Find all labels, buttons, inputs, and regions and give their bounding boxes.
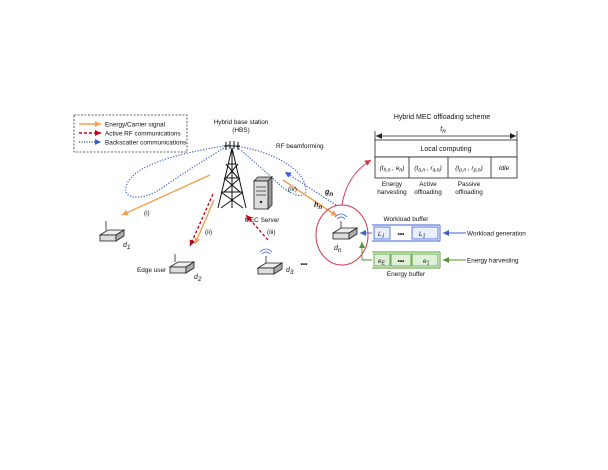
link-iv-label: (iv)	[288, 186, 297, 193]
device-d3-label: d3	[286, 267, 294, 276]
edge-user-label: Edge user	[137, 267, 167, 274]
channel-h-label: hn	[314, 202, 322, 211]
device-d1-icon	[98, 221, 126, 242]
legend-active-label: Active RF communications	[105, 131, 181, 138]
device-d2-label: d2	[194, 274, 202, 283]
backscatter-lobe-left	[125, 144, 230, 198]
energy-to-device-arrow	[359, 242, 372, 261]
hbs-label: Hybrid base station	[214, 119, 269, 126]
workload-buffer	[372, 224, 441, 242]
rf-beamforming-label: RF beamforming	[276, 143, 324, 150]
legend-energy-label: Energy/Carrier signal	[105, 122, 165, 129]
device-d2-icon	[168, 254, 196, 274]
cell-active-label-2: offloading	[414, 189, 442, 196]
workload-queue-ellipsis: •••	[398, 231, 405, 238]
energy-queue-ellipsis: •••	[398, 258, 405, 265]
dn-to-scheme-arrow	[341, 159, 372, 206]
link-ii-label: (ii)	[205, 229, 212, 236]
cell-passive-expr: (tp,n , rp,n)	[455, 165, 482, 174]
link-iii-label: (iii)	[267, 229, 276, 236]
cell-passive-label-2: offloading	[455, 189, 483, 196]
scheme-title: Hybrid MEC offloading scheme	[394, 114, 490, 121]
device-d1-label: d1	[123, 242, 131, 251]
workload-buffer-title: Workload buffer	[384, 216, 430, 223]
link-iii-active	[245, 214, 269, 241]
energy-buffer	[372, 251, 441, 269]
workload-queue-last: LJ	[378, 231, 385, 240]
workload-generation-label: Workload generation	[467, 231, 526, 238]
link-ii-active	[189, 193, 214, 247]
energy-harvesting-label: Energy harvesting	[467, 258, 519, 265]
legend-backscatter-label: Backscatter communications	[105, 140, 186, 147]
backscatter-lobe-right	[235, 145, 307, 197]
legend: Energy/Carrier signal Active RF communic…	[73, 114, 188, 153]
device-dn-label: dn	[334, 245, 342, 254]
cell-idle-label: Idle	[499, 165, 510, 172]
energy-queue-last: eE	[378, 258, 386, 267]
cell-passive-label-1: Passive	[458, 181, 481, 188]
hbs-tower-icon	[217, 141, 247, 209]
link-i-label: (i)	[144, 210, 150, 217]
link-i-energy	[121, 174, 211, 216]
cell-active-expr: (ta,n , ra,n)	[414, 165, 441, 174]
energy-queue-first: e1	[423, 258, 430, 267]
cell-active-label-1: Active	[419, 181, 437, 188]
energy-buffer-title: Energy buffer	[387, 271, 426, 278]
more-devices-ellipsis: •••	[301, 261, 308, 268]
local-computing-label: Local computing	[421, 146, 472, 153]
cell-energy-expr: (th,n , en)	[380, 165, 405, 174]
link-ii-energy	[194, 199, 215, 245]
mec-server-icon	[253, 176, 273, 210]
mec-server-label: MEC Server	[245, 217, 281, 224]
device-d3-icon	[256, 248, 284, 275]
link-iv-backscatter	[284, 171, 337, 206]
channel-g-label: gn	[324, 189, 333, 198]
workload-queue-first: L1	[419, 231, 426, 240]
period-label: tn	[440, 126, 446, 135]
cell-energy-label-2: harvesting	[377, 189, 407, 196]
cell-energy-label-1: Energy	[382, 181, 403, 188]
device-dn-icon	[331, 213, 359, 240]
hbs-label-abbr: (HBS)	[232, 127, 249, 134]
